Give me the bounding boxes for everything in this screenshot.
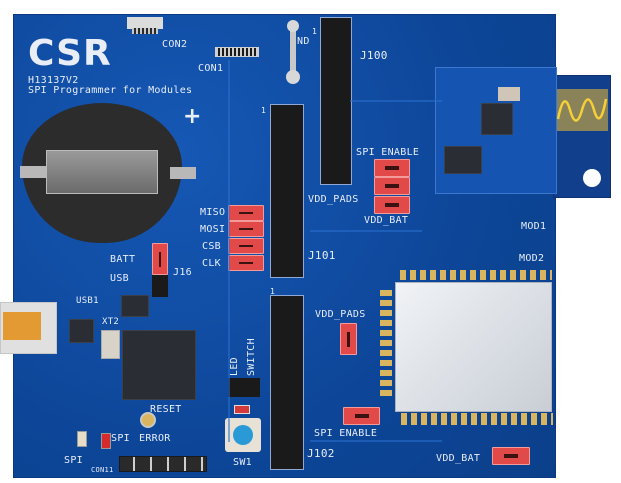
sw1-button-cap[interactable] [233,425,253,445]
switch-label: SWITCH [246,338,257,376]
j100-label: J100 [360,49,388,62]
reset-test-point[interactable] [140,412,156,428]
spi-led [77,431,87,447]
smd-red-resistor [234,405,250,414]
spi-error-label-spi: SPI [111,433,130,444]
top-small-chip [121,295,149,317]
con1-connector[interactable] [215,47,259,57]
con2-pads [132,28,158,34]
battery-tab-right [170,167,196,179]
xt2-label: XT2 [102,317,120,327]
mod2-bottom-pads [401,413,553,425]
j16-label: J16 [173,267,192,278]
mod1-crystal [498,87,520,101]
mod2-spi-enable-jumper[interactable] [343,407,380,425]
mod1-flash-chip [444,146,482,174]
con2-connector[interactable] [127,17,163,29]
board-description: SPI Programmer for Modules [28,85,193,96]
mod1-vdd-bat-label: VDD_BAT [364,215,409,226]
spi-led-label: SPI [64,455,83,466]
pcb-trace [310,440,442,442]
pcb-trace [350,100,442,102]
j102-pin1-marker: 1 [270,287,276,296]
batt-usb-jumper[interactable] [152,243,168,275]
usb-plug-insert [3,312,41,340]
board-model: H13137V2 [28,75,79,86]
usb-regulator-chip [69,319,94,343]
csb-label: CSB [202,241,221,252]
gnd-test-loop[interactable] [290,22,296,78]
mod2-left-pads [380,290,392,400]
gnd-loop-end-bottom [286,70,300,84]
j101-label: J101 [308,249,336,262]
led-label: LED [229,357,240,376]
j101-pin1-marker: 1 [261,106,267,115]
usb1-label: USB1 [76,296,99,306]
batt-label: BATT [110,254,136,265]
miso-jumper[interactable] [228,205,264,221]
mod2-spi-enable-label: SPI ENABLE [314,428,378,439]
con1-label: CON1 [198,63,224,74]
mod2-shield-can [395,282,552,412]
reset-label: RESET [150,404,182,415]
pcb-trace [310,230,422,232]
mod1-vdd-pads-label: VDD_PADS [308,194,359,205]
j100-pin1-marker: 1 [312,27,318,36]
mod2-label: MOD2 [519,253,545,264]
mod2-vdd-pads-label: VDD_PADS [315,309,366,320]
mod2-vdd-bat-label: VDD_BAT [436,453,481,464]
mod2-vdd-bat-jumper[interactable] [492,447,530,465]
battery-clip [46,150,158,194]
plus-marking: + [183,104,202,129]
mod1-vdd-bat-jumper[interactable] [374,196,410,214]
gnd-loop-end-top [287,20,299,32]
j100-header[interactable] [320,17,352,185]
j102-label: J102 [307,447,335,460]
usb-label: USB [110,273,129,284]
mod2-vdd-pads-jumper[interactable] [340,323,357,355]
sw1-label: SW1 [233,457,252,468]
gnd-label: ND [297,36,310,47]
main-microcontroller [122,330,196,400]
mod1-label: MOD1 [521,221,547,232]
j102-header[interactable] [270,295,304,470]
spi-error-label-error: ERROR [139,433,171,444]
mosi-jumper[interactable] [228,221,264,237]
led-switch-header[interactable] [228,378,260,397]
mod1-bluetooth-chip [481,103,513,135]
con11-label: CON11 [91,466,114,474]
xt2-crystal [101,330,120,359]
j16-open-pin[interactable] [152,275,168,297]
miso-label: MISO [200,207,226,218]
mod1-spi-enable-jumper[interactable] [374,159,410,177]
mounting-hole [583,169,601,187]
clk-label: CLK [202,258,221,269]
con11-header[interactable] [119,456,207,472]
mod1-vdd-pads-jumper[interactable] [374,177,410,195]
antenna-sine-icon [556,98,608,122]
mod2-top-pads [400,270,552,280]
csb-jumper[interactable] [228,238,264,254]
j101-header[interactable] [270,104,304,278]
mod1-spi-enable-label: SPI ENABLE [356,147,420,158]
battery-tab-left [20,166,46,178]
error-led [101,433,111,449]
pcb-trace [228,60,230,442]
mosi-label: MOSI [200,224,226,235]
con2-label: CON2 [162,39,188,50]
csr-logo: CSR [28,33,112,74]
clk-jumper[interactable] [228,255,264,271]
